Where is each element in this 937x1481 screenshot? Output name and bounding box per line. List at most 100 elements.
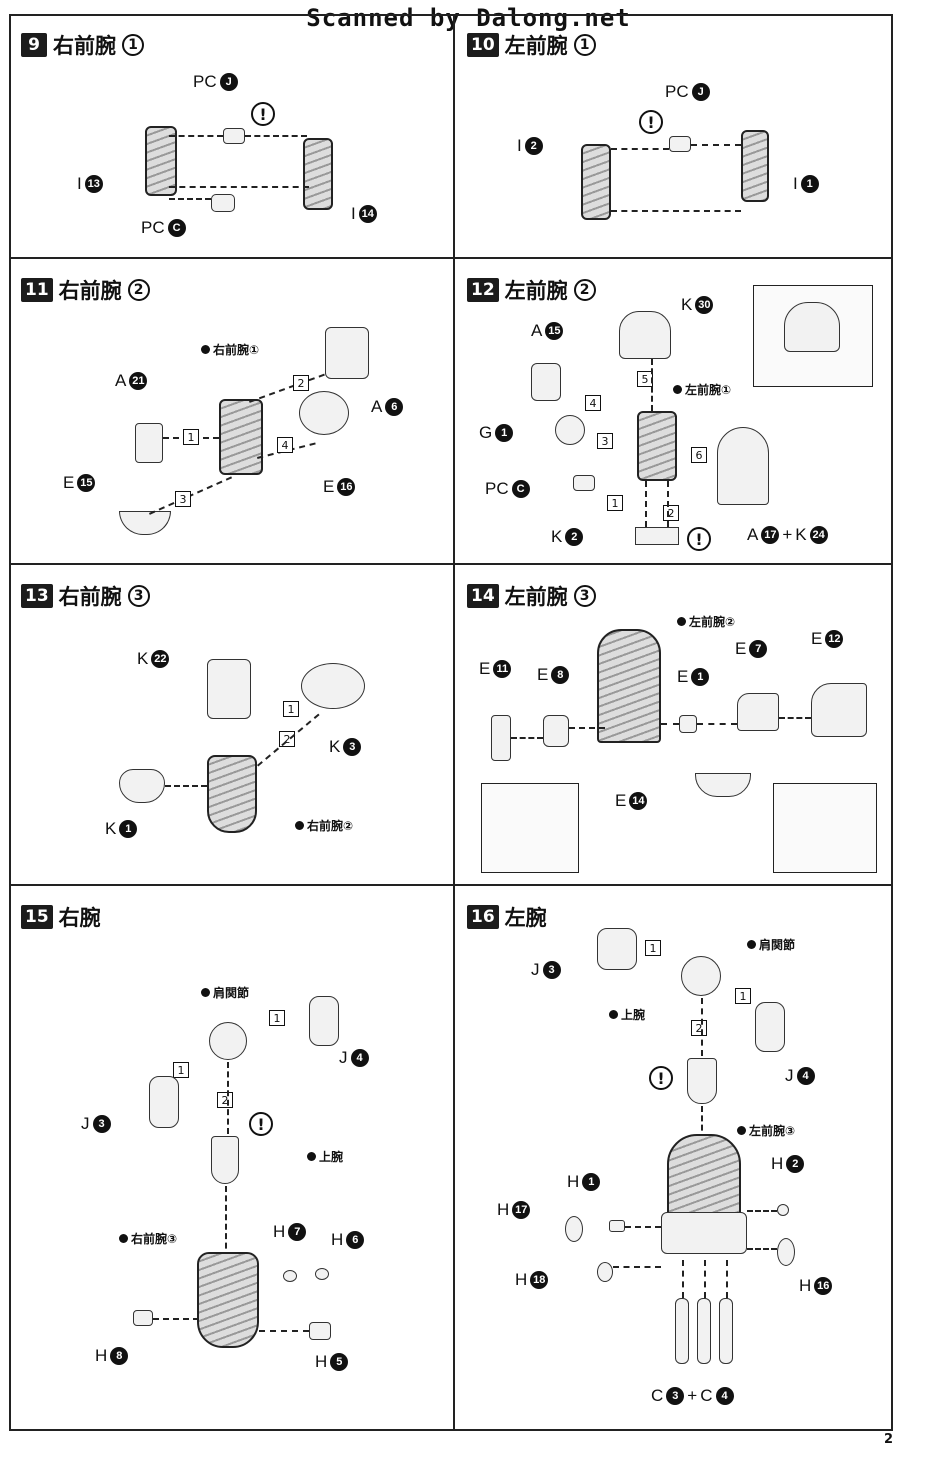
step-title: 9 右前腕 1 bbox=[21, 30, 144, 60]
reference-label: 左前腕① bbox=[673, 381, 731, 398]
shoulder-joint-label: 肩関節 bbox=[747, 936, 795, 953]
subassembly-left-forearm-2 bbox=[597, 629, 661, 743]
step-order-2: 2 bbox=[691, 1020, 707, 1036]
part-e14 bbox=[695, 773, 751, 797]
assembly-arrow bbox=[511, 737, 543, 739]
scan-watermark: Scanned by Dalong.net bbox=[306, 4, 631, 32]
subassembly-right-forearm-2 bbox=[207, 755, 257, 833]
part-k1 bbox=[119, 769, 165, 803]
step-title: 14 左前腕 3 bbox=[467, 581, 596, 611]
part-i13 bbox=[145, 126, 177, 196]
part-i14 bbox=[303, 138, 333, 210]
assembly-arrow bbox=[697, 723, 737, 725]
step-title: 15 右腕 bbox=[21, 902, 101, 932]
step-order-1: 1 bbox=[183, 429, 199, 445]
assembly-arrow bbox=[169, 135, 223, 137]
assembly-arrow bbox=[225, 1186, 227, 1258]
reference-label: 右前腕① bbox=[201, 341, 259, 358]
step-number: 14 bbox=[467, 584, 499, 608]
part-e11 bbox=[491, 715, 511, 761]
part-g1 bbox=[555, 415, 585, 445]
step-title: 13 右前腕 3 bbox=[21, 581, 150, 611]
detail-inset-left bbox=[481, 783, 579, 873]
assembly-arrow bbox=[747, 1248, 777, 1250]
part-a6 bbox=[325, 327, 369, 379]
part-j3 bbox=[149, 1076, 179, 1128]
step-order-4: 4 bbox=[585, 395, 601, 411]
part-e16 bbox=[299, 391, 349, 435]
step-order-6: 6 bbox=[691, 447, 707, 463]
part-a21 bbox=[135, 423, 163, 463]
step-order-3: 3 bbox=[175, 491, 191, 507]
assembly-arrow bbox=[613, 1266, 661, 1268]
assembly-arrow bbox=[726, 1260, 728, 1298]
assembly-arrow bbox=[245, 135, 307, 137]
warning-icon: ! bbox=[249, 1112, 273, 1136]
warning-icon: ! bbox=[251, 102, 275, 126]
step-title: 11 右前腕 2 bbox=[21, 275, 150, 305]
step-title-text: 左腕 bbox=[504, 906, 547, 930]
part-k30 bbox=[619, 311, 671, 359]
assembly-arrow bbox=[691, 144, 741, 146]
step-order-1: 1 bbox=[607, 495, 623, 511]
part-i1 bbox=[741, 130, 769, 202]
assembly-arrow bbox=[169, 186, 309, 188]
step-title-text: 左前腕 bbox=[504, 279, 568, 303]
step-number: 11 bbox=[21, 278, 53, 302]
part-c-finger-3 bbox=[719, 1298, 733, 1364]
part-h1 bbox=[609, 1220, 625, 1232]
assembly-arrow bbox=[611, 148, 669, 150]
row-divider bbox=[9, 563, 893, 565]
step-title-text: 左前腕 bbox=[504, 585, 568, 609]
part-h17 bbox=[565, 1216, 583, 1242]
part-k3 bbox=[301, 663, 365, 709]
step-order-2: 2 bbox=[293, 375, 309, 391]
forearm-base bbox=[661, 1212, 747, 1254]
assembly-arrow bbox=[651, 359, 653, 411]
assembly-arrow bbox=[611, 210, 741, 212]
sub-step-number: 1 bbox=[573, 34, 596, 56]
part-h6 bbox=[315, 1268, 329, 1280]
part-c-finger-2 bbox=[697, 1298, 711, 1364]
shoulder-joint-label: 肩関節 bbox=[201, 984, 249, 1001]
assembly-arrow bbox=[227, 1062, 229, 1134]
part-c-finger-1 bbox=[675, 1298, 689, 1364]
upper-arm-label: 上腕 bbox=[609, 1006, 645, 1023]
assembly-arrow bbox=[569, 727, 605, 729]
step-number: 10 bbox=[467, 33, 499, 57]
part-h2 bbox=[777, 1204, 789, 1216]
step-title: 12 左前腕 2 bbox=[467, 275, 596, 305]
reference-label: 右前腕③ bbox=[119, 1230, 177, 1247]
assembly-arrow bbox=[779, 717, 811, 719]
assembly-arrow bbox=[645, 481, 647, 527]
sub-step-number: 1 bbox=[122, 34, 144, 56]
detail-inset-right bbox=[773, 783, 877, 873]
step-title: 10 左前腕 1 bbox=[467, 30, 596, 60]
